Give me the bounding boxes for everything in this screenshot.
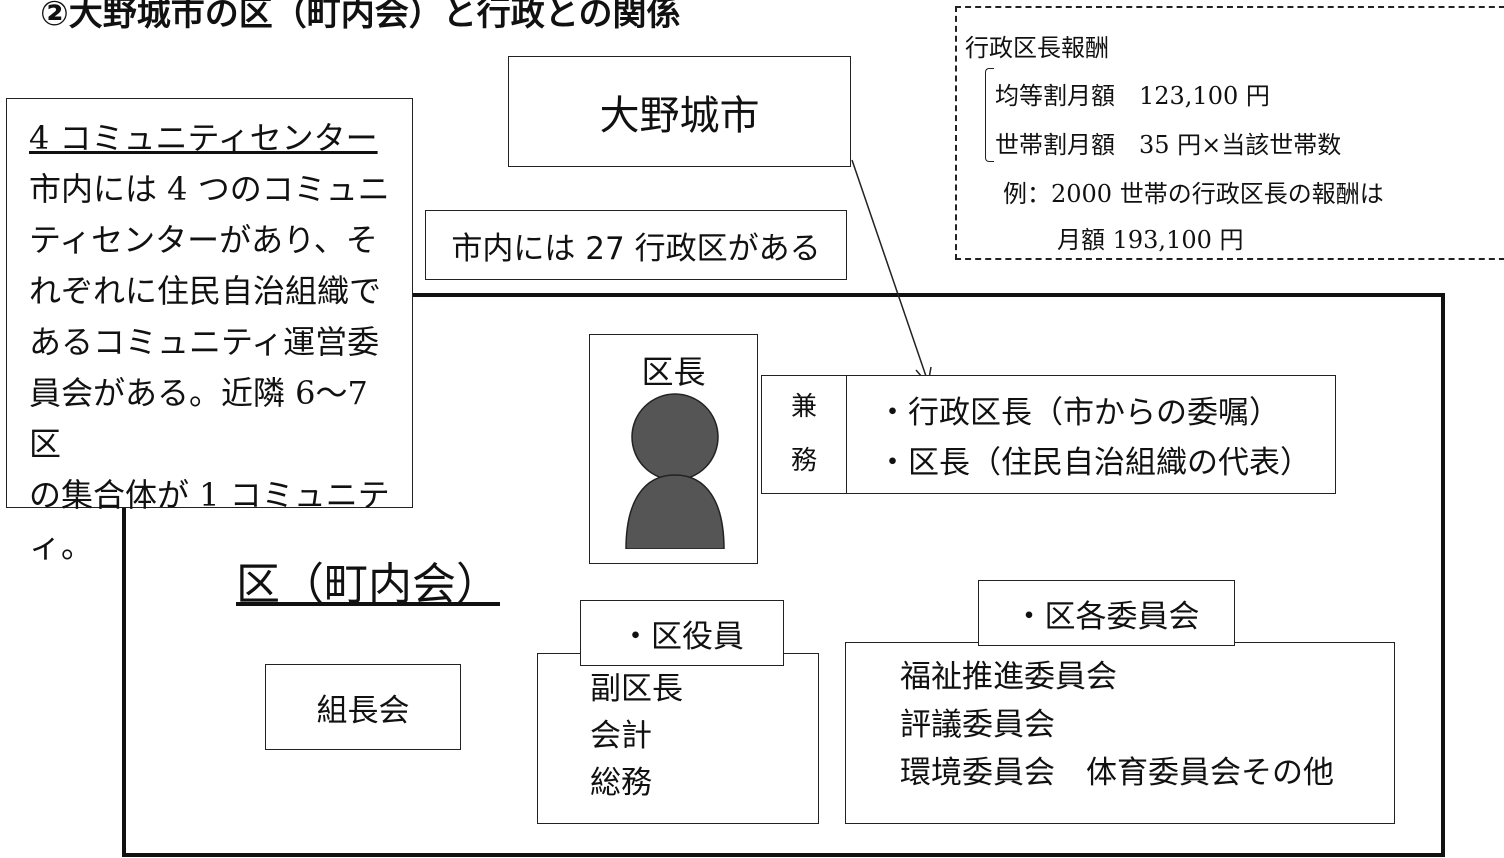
salary-bracket xyxy=(985,68,994,162)
ward-committees-heading: ・区各委員会 xyxy=(978,580,1235,646)
salary-line-equal: 均等割月額 123,100 円 xyxy=(995,82,1270,110)
page-title: ②大野城市の区（町内会）と行政との関係 xyxy=(40,0,681,34)
ward-committees-box: 福祉推進委員会 評議委員会 環境委員会 体育委員会その他 xyxy=(845,642,1395,824)
salary-example-amount: 月額 193,100 円 xyxy=(1057,226,1244,254)
chief-duties-box: ・行政区長（市からの委嘱） ・区長（住民自治組織の代表） xyxy=(846,375,1336,494)
person-silhouette-icon xyxy=(625,393,725,549)
community-line: あるコミュニティ運営委 xyxy=(29,323,380,361)
community-line: 員会がある。近隣 6～7 区 xyxy=(29,374,368,463)
officer-item: 会計 xyxy=(590,718,652,754)
committee-item: 福祉推進委員会 xyxy=(900,659,1117,695)
city-box: 大野城市 xyxy=(508,56,851,167)
duty-item: ・行政区長（市からの委嘱） xyxy=(877,395,1280,431)
committee-item: 環境委員会 体育委員会その他 xyxy=(900,755,1334,791)
officer-item: 副区長 xyxy=(590,671,683,707)
concurrent-duty-box: 兼 務 xyxy=(761,375,847,494)
community-line: の集合体が 1 コミュニテ xyxy=(29,476,390,514)
community-line: れぞれに住民自治組織で xyxy=(29,272,382,310)
concurrent-duty-char: 務 xyxy=(790,446,817,476)
community-line: ィ。 xyxy=(29,527,94,565)
duty-item: ・区長（住民自治組織の代表） xyxy=(877,445,1311,481)
salary-line-household: 世帯割月額 35 円×当該世帯数 xyxy=(995,131,1342,159)
ward-chief-label: 区長 xyxy=(641,353,706,391)
salary-heading: 行政区長報酬 xyxy=(965,34,1109,62)
ward-officers-box: 副区長 会計 総務 xyxy=(537,653,819,824)
concurrent-duty-char: 兼 xyxy=(790,392,817,422)
block-leaders-box: 組長会 xyxy=(265,664,461,750)
community-line: ティセンターがあり、そ xyxy=(29,221,378,259)
community-center-note: 4 コミュニティセンター 市内には 4 つのコミュニ ティセンターがあり、そ れ… xyxy=(6,98,413,565)
ward-frame xyxy=(122,293,1445,857)
community-heading: 4 コミュニティセンター xyxy=(29,119,378,157)
salary-example: 例：2000 世帯の行政区長の報酬は xyxy=(1003,180,1384,208)
ward-chief-card: 区長 xyxy=(589,334,758,564)
ward-officers-heading: ・区役員 xyxy=(580,600,784,666)
salary-note: 行政区長報酬 均等割月額 123,100 円 世帯割月額 35 円×当該世帯数 … xyxy=(955,6,1504,260)
wards-count-box: 市内には 27 行政区がある xyxy=(425,210,847,280)
committee-item: 評議委員会 xyxy=(900,707,1055,743)
community-line: 市内には 4 つのコミュニ xyxy=(29,170,390,208)
ward-name-heading: 区（町内会） xyxy=(236,559,500,610)
officer-item: 総務 xyxy=(590,765,652,801)
